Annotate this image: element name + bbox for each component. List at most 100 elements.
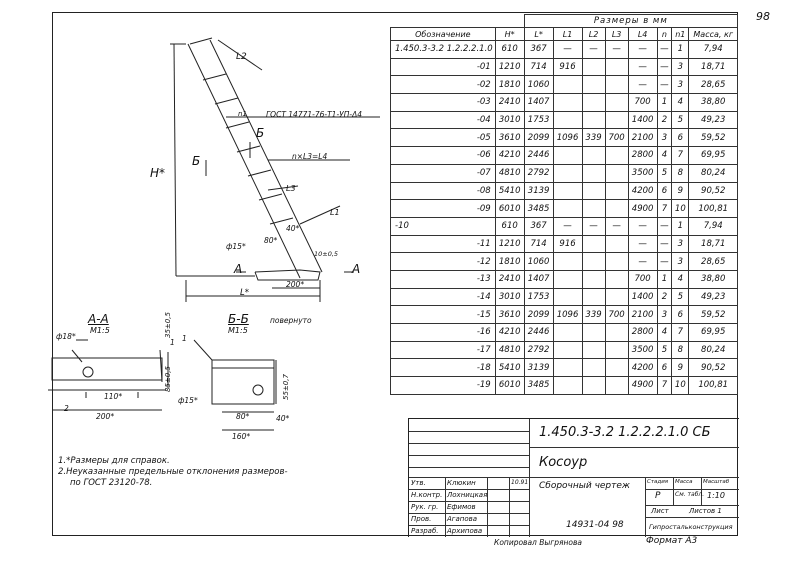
value-cell: 8 — [671, 340, 690, 360]
label-h: H* — [150, 166, 166, 180]
value-cell — [552, 146, 583, 165]
value-cell — [604, 269, 629, 289]
value-cell: 4210 — [494, 146, 525, 165]
value-cell: 4200 — [627, 358, 658, 378]
sig-name: Ефимов — [447, 503, 476, 511]
value-cell: 2099 — [523, 128, 554, 148]
value-cell: 610 — [494, 216, 525, 236]
value-cell: 1753 — [523, 110, 554, 130]
value-cell: 38,80 — [688, 93, 738, 112]
value-cell: 1407 — [523, 269, 554, 289]
sig-name: Клюкин — [447, 479, 476, 487]
stage-label: Стадия — [647, 479, 669, 485]
value-cell: — — [656, 252, 673, 271]
value-cell: 3 — [656, 128, 673, 148]
sheet-frame — [52, 12, 738, 536]
value-cell — [581, 146, 606, 165]
value-cell: 69,95 — [688, 323, 738, 342]
value-cell: — — [627, 216, 658, 236]
spec-table: Размеры в мм Обозначение H* L* L1 L2 L3 … — [390, 14, 739, 395]
label-l2: L2 — [236, 52, 247, 62]
value-cell: 6 — [671, 305, 690, 324]
section-bb — [193, 339, 277, 431]
label-l1: L1 — [330, 208, 340, 217]
gost-callout: ГОСТ 14771-76-Т1-УП-Δ4 — [266, 110, 362, 119]
value-cell: 1096 — [552, 128, 583, 148]
value-cell: 6 — [656, 358, 673, 378]
label-section-a-2: А — [352, 262, 361, 276]
value-cell — [552, 181, 583, 201]
section-aa-callout-1: 1 — [170, 338, 175, 347]
value-cell: 28,65 — [688, 252, 738, 271]
value-cell: 714 — [523, 57, 554, 77]
section-bb-callout-1: 1 — [182, 334, 187, 343]
value-cell: 7,94 — [688, 40, 738, 59]
value-cell: 1 — [671, 40, 690, 59]
value-cell: 5 — [656, 163, 673, 183]
value-cell: — — [627, 252, 658, 271]
value-cell: — — [656, 75, 673, 95]
value-cell: 3485 — [523, 199, 554, 218]
value-cell — [552, 93, 583, 112]
designation-cell: -05 — [390, 128, 496, 148]
value-cell: 1 — [656, 269, 673, 289]
value-cell — [604, 376, 629, 395]
step-formula: n×L3=L4 — [292, 152, 328, 161]
designation-cell: -08 — [390, 181, 496, 201]
notes: 1.*Размеры для справок. 2.Неуказанные пр… — [58, 456, 288, 489]
stringer-rail-right — [209, 39, 323, 273]
sig-name: Лохницкая — [447, 491, 488, 499]
value-cell: 916 — [552, 234, 583, 254]
col-header: Обозначение — [390, 27, 496, 41]
designation-cell: -12 — [390, 252, 496, 271]
value-cell — [581, 110, 606, 130]
designation-cell: -06 — [390, 146, 496, 165]
value-cell: 3139 — [523, 358, 554, 378]
value-cell: 3 — [671, 252, 690, 271]
value-cell: 7 — [671, 146, 690, 165]
label-40: 40* — [286, 224, 300, 233]
section-bb-dim-160: 160* — [232, 432, 251, 441]
section-aa-dim-200: 200* — [96, 412, 115, 421]
value-cell: 700 — [604, 305, 629, 324]
value-cell: 1 — [656, 93, 673, 112]
value-cell: 4900 — [627, 199, 658, 218]
section-aa-title: А-А — [88, 312, 109, 326]
doc-type: Сборочный чертеж — [539, 481, 631, 491]
value-cell: 3 — [671, 75, 690, 95]
value-cell: 4210 — [494, 323, 525, 342]
value-cell: 7 — [656, 376, 673, 395]
value-cell — [552, 75, 583, 95]
label-l: L* — [240, 288, 249, 298]
section-bb-scale: М1:5 — [228, 326, 248, 335]
value-cell: — — [656, 57, 673, 77]
value-cell: 2 — [656, 110, 673, 130]
value-cell: 1060 — [523, 75, 554, 95]
sig-name: Архипова — [447, 527, 483, 535]
value-cell — [604, 323, 629, 342]
value-cell — [604, 57, 629, 77]
value-cell: 90,52 — [688, 358, 738, 378]
value-cell: 9 — [671, 181, 690, 201]
value-cell — [581, 234, 606, 254]
value-cell: 5 — [671, 110, 690, 130]
label-section-b-1: Б — [256, 126, 265, 140]
sig-date: 10.91 — [511, 479, 529, 486]
col-header: n1 — [671, 27, 690, 41]
col-header: L4 — [627, 27, 658, 41]
stage: Р — [655, 491, 661, 501]
value-cell: — — [552, 40, 583, 59]
value-cell: 90,52 — [688, 181, 738, 201]
value-cell — [604, 287, 629, 307]
value-cell — [581, 376, 606, 395]
sig-name: Агапова — [447, 515, 478, 523]
designation-cell: -17 — [390, 340, 496, 360]
